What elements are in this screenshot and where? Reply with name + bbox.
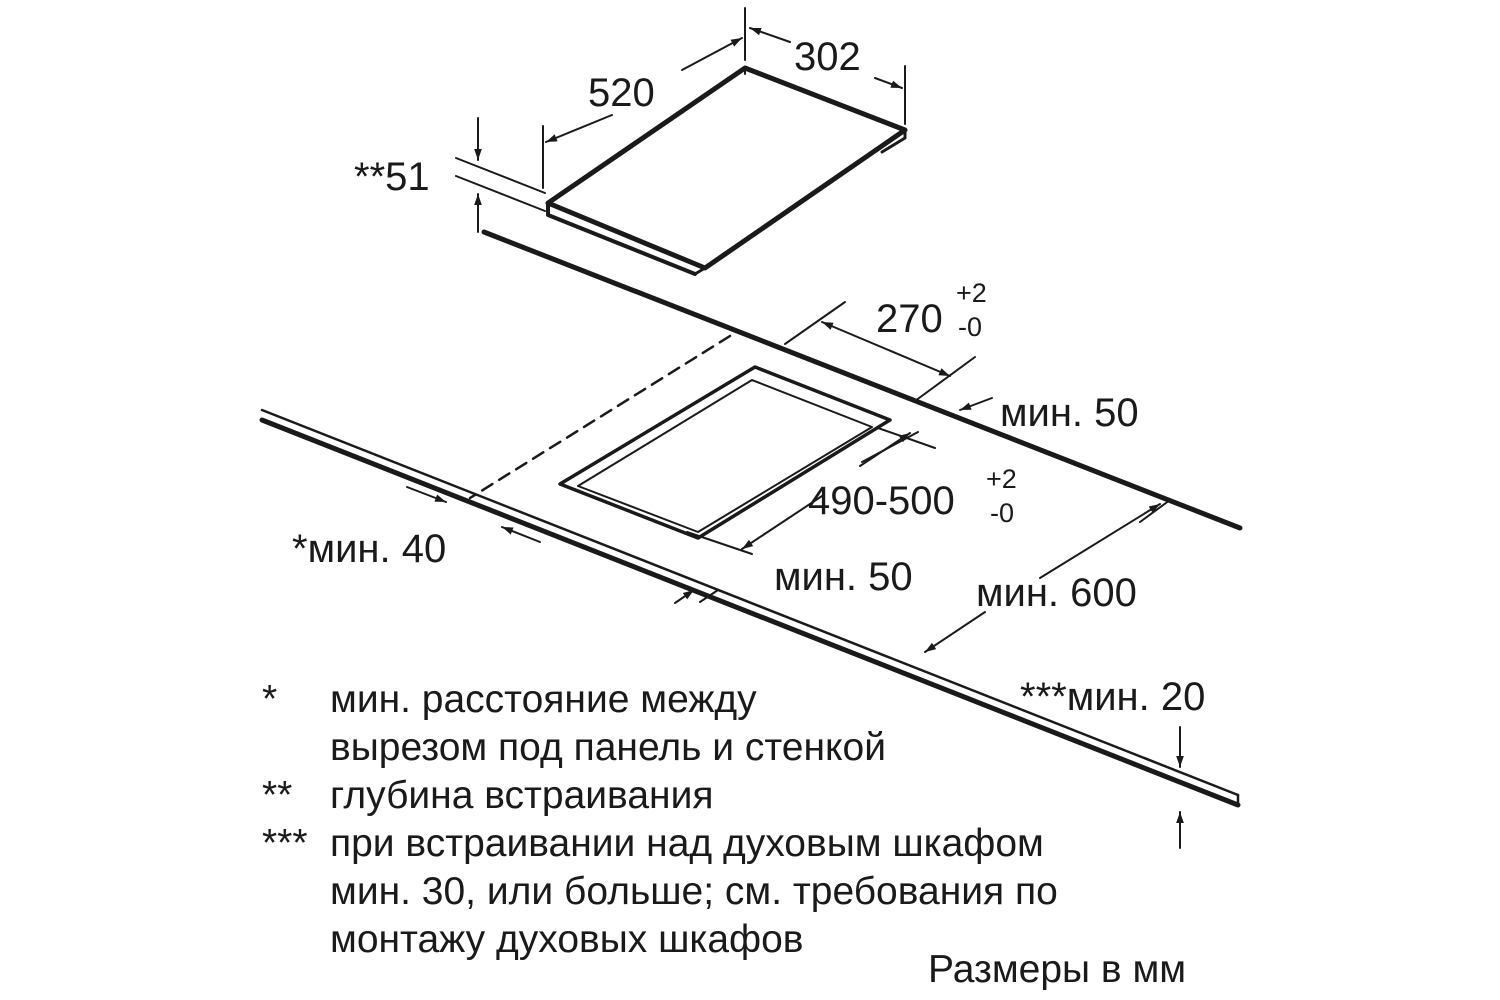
hob-outline xyxy=(545,65,908,276)
footnote-mark: * xyxy=(262,678,278,721)
footnote-text: при встраивании над духовым шкафом мин. … xyxy=(330,820,1058,964)
footnote-mark: ** xyxy=(262,774,293,817)
dim-cutout-length-tol-plus: +2 xyxy=(986,464,1017,494)
dim-back-gap-text: мин. 50 xyxy=(1000,391,1139,435)
dim-depth-line xyxy=(455,117,546,233)
dim-cutout-width-tol-minus: -0 xyxy=(958,312,982,342)
footnote: ** глубина встраивания xyxy=(262,772,1058,820)
footnote-text: глубина встраивания xyxy=(330,772,713,820)
dim-600-line xyxy=(924,499,1171,653)
footnote-line: глубина встраивания xyxy=(330,774,714,817)
footnote-line: при встраивании над духовым шкафом xyxy=(330,822,1044,865)
units-label: Размеры в мм xyxy=(928,948,1187,991)
wall-line-dashed xyxy=(468,334,732,500)
footnotes: * мин. расстояние между вырезом под пане… xyxy=(262,676,1058,964)
dim-cutout-length-tol-minus: -0 xyxy=(990,498,1014,528)
footnote-mark: *** xyxy=(262,822,308,865)
dim-cutout-length-text: 490-500 xyxy=(808,479,955,523)
cutout-outline xyxy=(558,365,892,540)
dim-cutout-width-tol-plus: +2 xyxy=(956,278,987,308)
dim-wall-gap-line xyxy=(406,486,541,543)
dim-270-line xyxy=(784,301,976,402)
dim-worktop-thickness-text: ***мин. 20 xyxy=(1020,675,1205,719)
dim-302-line xyxy=(749,27,906,125)
dim-worktop-depth-text: мин. 600 xyxy=(976,571,1137,615)
dim-depth-text: **51 xyxy=(354,155,430,199)
footnote-line: вырезом под панель и стенкой xyxy=(330,726,886,769)
dim-front-gap-text: мин. 50 xyxy=(774,555,913,599)
dim-wall-gap-text: *мин. 40 xyxy=(292,527,446,571)
footnote: * мин. расстояние между вырезом под пане… xyxy=(262,676,1058,772)
footnote-line: мин. расстояние между xyxy=(330,678,757,721)
dim-back-gap-line xyxy=(959,397,993,411)
dim-width-text: 302 xyxy=(794,35,861,79)
worktop-front-edge xyxy=(259,408,1241,808)
dim-cutout-width-text: 270 xyxy=(876,297,943,341)
worktop-back-edge xyxy=(481,229,1243,531)
dim-520-line xyxy=(542,7,746,189)
footnote-text: мин. расстояние между вырезом под панель… xyxy=(330,676,886,772)
footnote: *** при встраивании над духовым шкафом м… xyxy=(262,820,1058,964)
footnote-line: монтажу духовых шкафов xyxy=(330,918,804,961)
dim-490-line xyxy=(686,427,936,555)
dim-front-gap-line xyxy=(674,589,719,604)
dim-length-text: 520 xyxy=(588,71,655,115)
footnote-line: мин. 30, или больше; см. требования по xyxy=(330,870,1058,913)
